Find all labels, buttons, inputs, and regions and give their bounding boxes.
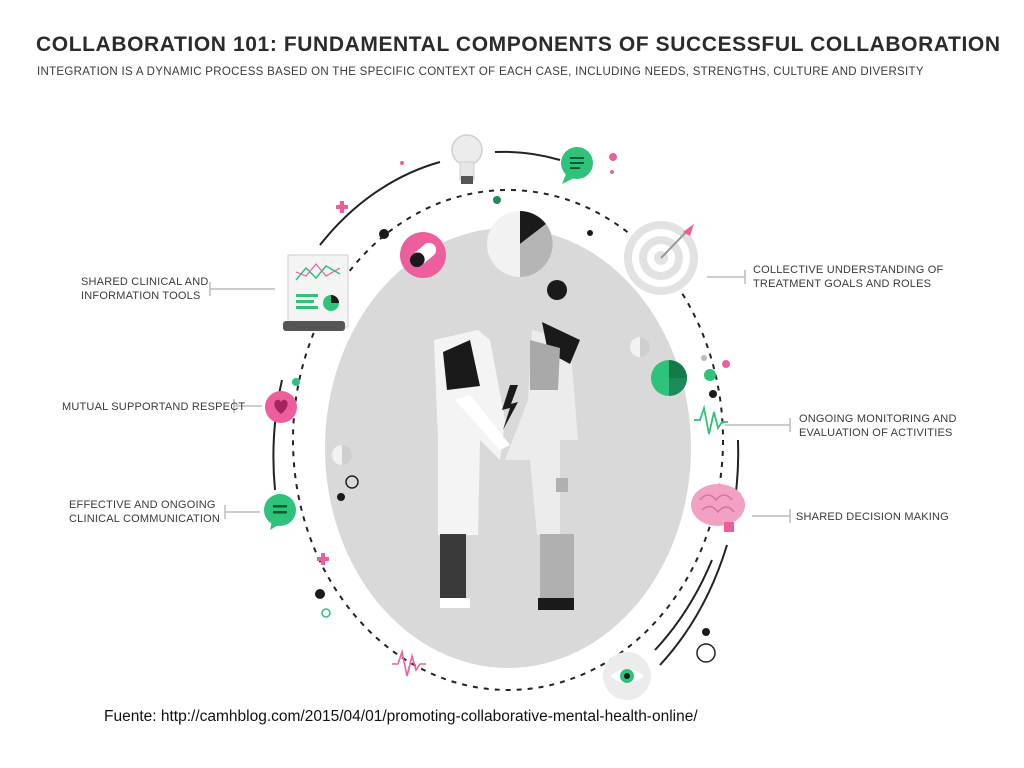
label-shared-tools: SHARED CLINICAL AND INFORMATION TOOLS	[81, 276, 209, 302]
target-icon	[624, 221, 698, 295]
heart-icon	[265, 391, 297, 423]
pill-icon	[400, 232, 446, 278]
green-pie-icon	[651, 360, 687, 396]
doctor-figure-left	[434, 330, 510, 608]
lightning-icon	[502, 385, 518, 430]
chat-lines-icon	[264, 494, 296, 530]
source-citation: Fuente: http://camhblog.com/2015/04/01/p…	[104, 708, 698, 725]
label-mutual-support: MUTUAL SUPPORTAND RESPECT	[62, 401, 246, 413]
label-communication: EFFECTIVE AND ONGOING CLINICAL COMMUNICA…	[69, 499, 221, 525]
diagram-subtitle: INTEGRATION IS A DYNAMIC PROCESS BASED O…	[37, 66, 924, 78]
outer-arc-bottom-right-2	[654, 559, 713, 651]
heartbeat-icon	[694, 404, 728, 435]
plus-icon	[317, 201, 348, 565]
heartbeat-icon-bottom	[392, 648, 426, 677]
brain-icon	[691, 484, 745, 532]
pie-chart-icon	[487, 211, 553, 277]
label-collective-understanding: COLLECTIVE UNDERSTANDING OF TREATMENT GO…	[753, 264, 944, 290]
outer-arc-left	[272, 379, 283, 491]
connector-lines	[209, 270, 791, 523]
outer-arc-bottom-right	[659, 544, 728, 666]
label-decision-making: SHARED DECISION MAKING	[796, 511, 949, 523]
outer-arc-top	[319, 161, 441, 246]
central-circle	[325, 228, 691, 668]
decorative-dots	[292, 153, 730, 663]
chat-icon	[561, 147, 593, 184]
outer-arc-top-right	[494, 150, 561, 161]
document-chart-icon	[283, 254, 349, 331]
eye-icon	[603, 652, 651, 700]
diagram-title: COLLABORATION 101: FUNDAMENTAL COMPONENT…	[36, 33, 1001, 56]
dashed-ring	[292, 189, 724, 691]
lightbulb-icon	[451, 134, 483, 184]
label-monitoring: ONGOING MONITORING AND EVALUATION OF ACT…	[799, 413, 957, 439]
doctor-figure-right	[505, 322, 580, 610]
half-circle-icon	[332, 337, 650, 465]
